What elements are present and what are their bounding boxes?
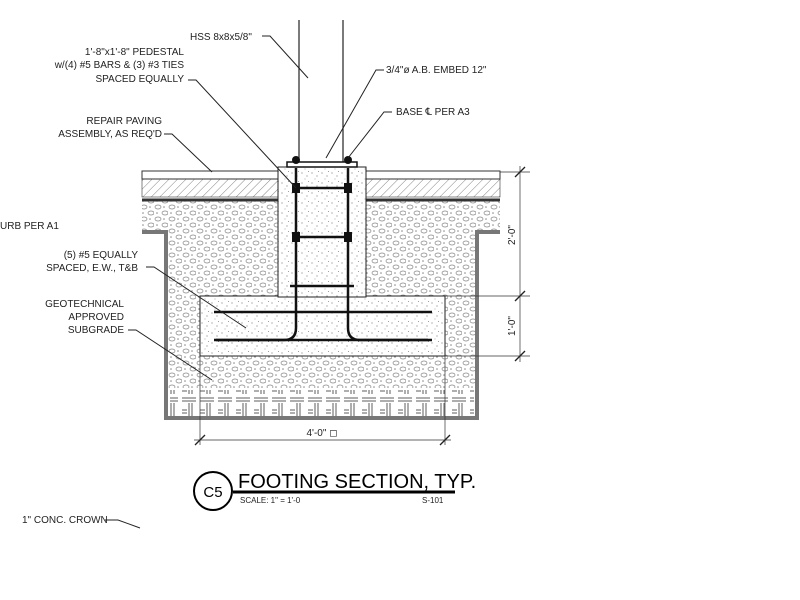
spread-footing	[199, 295, 446, 357]
callout-anchor-bolt: 3/4"ø A.B. EMBED 12"	[386, 65, 487, 76]
dimension-footing-depth: 1'-0"	[507, 316, 518, 336]
concrete-pedestal	[277, 166, 367, 298]
detail-title-block: C5 FOOTING SECTION, TYP. SCALE: 1" = 1'-…	[193, 471, 476, 511]
callout-base-plate: BASE ℄ PER A3	[396, 107, 470, 118]
hss-column	[286, 20, 358, 168]
detail-tag: C5	[203, 484, 222, 501]
dimension-footing-width: 4'-0" ◻	[307, 428, 338, 439]
leader-lines	[105, 35, 392, 529]
callout-subgrade-line1: GEOTECHNICAL	[45, 299, 124, 310]
callout-paving-line1: REPAIR PAVING	[86, 116, 162, 127]
callout-hss: HSS 8x8x5/8"	[190, 32, 252, 43]
detail-sheet: S-101	[422, 496, 444, 505]
detail-tag-circle	[193, 471, 233, 511]
footing-rebar	[214, 310, 432, 342]
callout-bars-line1: (5) #5 EQUALLY	[64, 250, 139, 261]
callout-curb: URB PER A1	[0, 221, 59, 232]
callout-subgrade-line3: SUBGRADE	[68, 325, 124, 336]
callout-bars-line2: SPACED, E.W., T&B	[46, 263, 138, 274]
callout-pedestal-line1: 1'-8"x1'-8" PEDESTAL	[85, 47, 185, 58]
callout-paving-line2: ASSEMBLY, AS REQ'D	[58, 129, 162, 140]
callout-crown: 1" CONC. CROWN	[22, 515, 108, 526]
dimension-pedestal-height: 2'-0"	[507, 225, 518, 245]
subgrade-hatch	[170, 390, 474, 416]
callout-pedestal-line3: SPACED EQUALLY	[95, 74, 184, 85]
detail-title: FOOTING SECTION, TYP.	[238, 471, 476, 493]
excavation-outline	[142, 230, 500, 420]
callout-pedestal-line2: w/(4) #5 BARS & (3) #3 TIES	[54, 60, 185, 71]
dimension-lines	[194, 166, 530, 446]
callout-subgrade-line2: APPROVED	[68, 312, 124, 323]
detail-scale: SCALE: 1" = 1'-0	[240, 496, 301, 505]
